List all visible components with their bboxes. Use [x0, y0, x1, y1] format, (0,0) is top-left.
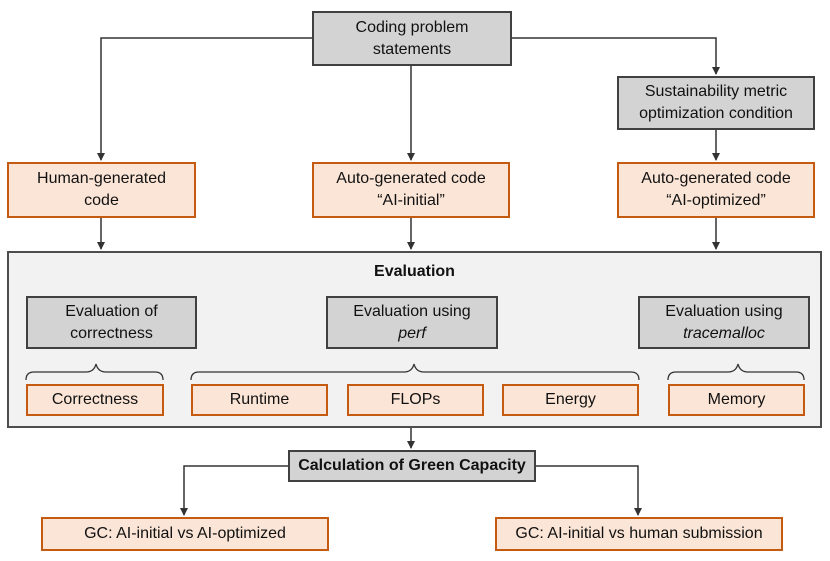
metric-runtime-label: Runtime [229, 391, 290, 409]
ai-initial-label-line1: Auto-generated code [336, 170, 486, 188]
eval-tracemalloc-node: Evaluation using tracemalloc [638, 296, 810, 349]
sustainability-label: Sustainability metric optimization condi… [639, 83, 793, 122]
ai-optimized-label-line1: Auto-generated code [641, 170, 791, 188]
metric-correctness-label: Correctness [51, 391, 139, 409]
brace-perf [190, 363, 640, 381]
brace-correctness [25, 363, 164, 381]
edge-green-capacity-to-gc-human [536, 465, 642, 516]
eval-perf-label: Evaluation using [353, 302, 471, 320]
sustainability-node: Sustainability metric optimization condi… [617, 76, 815, 130]
eval-correctness-node: Evaluation of correctness [26, 296, 197, 349]
eval-perf-tool: perf [398, 324, 426, 342]
edge-problems-to-human [97, 37, 312, 161]
human-code-node: Human-generated code [7, 162, 196, 218]
green-capacity-label: Calculation of Green Capacity [298, 457, 526, 475]
ai-initial-label-line2: “AI-initial” [377, 192, 445, 209]
metric-correctness: Correctness [26, 384, 164, 416]
brace-tracemalloc [667, 363, 805, 381]
metric-runtime: Runtime [191, 384, 328, 416]
eval-perf-node: Evaluation using perf [326, 296, 498, 349]
metric-memory: Memory [668, 384, 805, 416]
eval-tracemalloc-label: Evaluation using [665, 302, 783, 320]
metric-energy: Energy [502, 384, 639, 416]
metric-memory-label: Memory [707, 391, 766, 409]
green-capacity-node: Calculation of Green Capacity [288, 450, 536, 482]
metric-flops-label: FLOPs [390, 391, 441, 409]
coding-problems-label: Coding problem statements [355, 18, 469, 58]
coding-problems-node: Coding problem statements [312, 11, 512, 66]
metric-energy-label: Energy [545, 391, 596, 409]
human-code-label: Human-generated code [37, 170, 166, 209]
evaluation-title: Evaluation [374, 263, 455, 280]
gc-human-node: GC: AI-initial vs human submission [495, 517, 783, 551]
metric-flops: FLOPs [347, 384, 484, 416]
edge-problems-to-sustainability [512, 37, 720, 75]
gc-human-label: GC: AI-initial vs human submission [515, 525, 763, 543]
edge-green-capacity-to-gc-optimized [180, 465, 288, 516]
gc-optimized-label: GC: AI-initial vs AI-optimized [84, 525, 286, 543]
ai-initial-node: Auto-generated code “AI-initial” [312, 162, 510, 218]
gc-optimized-node: GC: AI-initial vs AI-optimized [41, 517, 329, 551]
eval-tracemalloc-tool: tracemalloc [683, 324, 765, 342]
ai-optimized-node: Auto-generated code “AI-optimized” [617, 162, 815, 218]
eval-correctness-label: Evaluation of correctness [65, 302, 158, 342]
ai-optimized-label-line2: “AI-optimized” [666, 192, 766, 209]
